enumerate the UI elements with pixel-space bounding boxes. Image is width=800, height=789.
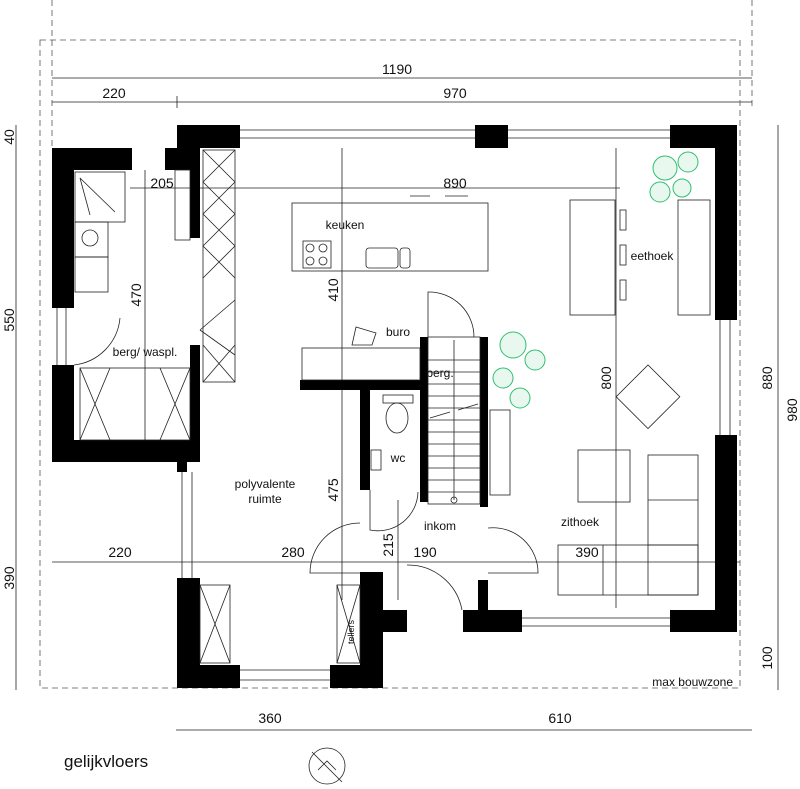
dining-table-icon <box>569 199 711 316</box>
dim-40: 40 <box>1 129 17 145</box>
max-bouwzone-outline <box>39 39 741 689</box>
dim-475: 475 <box>325 478 341 502</box>
dim-total-width: 1190 <box>382 61 412 77</box>
room-label-eethoek: eethoek <box>631 249 675 263</box>
dim-390-left: 390 <box>1 566 17 590</box>
dim-top-left: 220 <box>102 85 126 101</box>
staircase-icon <box>427 291 481 505</box>
room-label-inkom: inkom <box>424 519 456 533</box>
room-label-tellers: tellers <box>346 620 356 645</box>
dim-360: 360 <box>258 710 282 726</box>
dim-980: 980 <box>784 398 800 422</box>
dim-390: 390 <box>575 544 599 560</box>
room-label-berg-waspl: berg/ waspl. <box>113 345 178 359</box>
room-label-buro: buro <box>386 325 410 339</box>
chair-icon <box>351 326 377 346</box>
room-label-ruimte: ruimte <box>248 492 282 506</box>
dim-880: 880 <box>759 366 775 390</box>
dim-890: 890 <box>443 175 467 191</box>
dim-220-lower: 220 <box>108 544 132 560</box>
max-bouwzone-label: max bouwzone <box>652 675 733 689</box>
dim-410: 410 <box>325 278 341 302</box>
doors <box>199 490 539 664</box>
window-lines <box>56 129 731 681</box>
dim-470: 470 <box>128 283 144 307</box>
dim-215: 215 <box>380 533 396 557</box>
room-label-polyvalente: polyvalente <box>235 477 296 491</box>
buro-desk <box>301 326 421 381</box>
walls <box>52 125 737 688</box>
armchair-icon <box>615 364 681 430</box>
washing-machine-icon <box>74 221 109 258</box>
plant-icon <box>649 151 699 203</box>
plant-icon <box>492 331 546 409</box>
north-arrow-icon <box>308 747 346 785</box>
dim-205: 205 <box>150 175 174 191</box>
room-label-wc: wc <box>390 451 406 465</box>
kitchen-island <box>291 195 489 272</box>
dim-top-right: 970 <box>443 85 467 101</box>
sofa-icon <box>557 454 699 596</box>
dimension-lines <box>15 0 779 731</box>
dim-100: 100 <box>759 646 775 670</box>
dim-190: 190 <box>413 544 437 560</box>
dim-550: 550 <box>1 308 17 332</box>
room-label-keuken: keuken <box>326 218 365 232</box>
laundry <box>73 149 236 441</box>
dim-800: 800 <box>598 366 614 390</box>
dim-610: 610 <box>548 710 572 726</box>
room-label-zithoek: zithoek <box>561 515 600 529</box>
stove-icon <box>302 240 332 269</box>
sink-icon <box>365 247 399 269</box>
toilet-icon <box>370 394 414 471</box>
living-furniture <box>489 364 699 596</box>
plan-title: gelijkvloers <box>64 752 148 771</box>
dim-280: 280 <box>281 544 305 560</box>
room-label-berg: berg. <box>426 366 453 380</box>
